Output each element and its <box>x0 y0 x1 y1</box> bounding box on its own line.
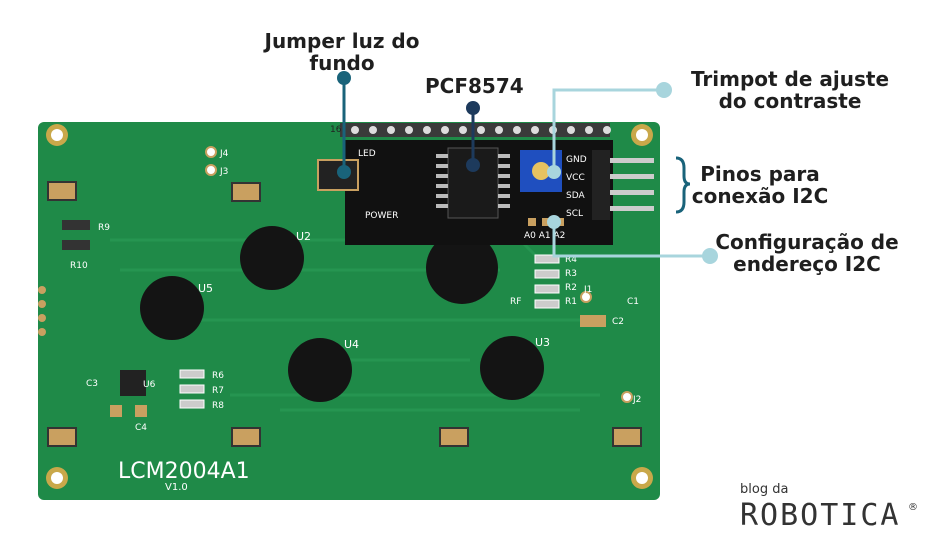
label-u3: U3 <box>535 336 550 349</box>
logo-top-text: blog da <box>740 482 789 497</box>
label-sda: SDA <box>566 191 585 201</box>
label-r10: R10 <box>70 261 88 271</box>
mounting-holes <box>46 124 653 489</box>
chip-u2 <box>240 226 304 290</box>
board-model-text: LCM2004A1 <box>118 459 250 484</box>
label-r1: R1 <box>565 297 577 307</box>
side-pads <box>38 286 46 336</box>
label-scl: SCL <box>566 209 583 219</box>
label-r6: R6 <box>212 371 224 381</box>
label-gnd: GND <box>566 155 587 165</box>
label-r7: R7 <box>212 386 224 396</box>
chip-top <box>426 232 498 304</box>
label-c2: C2 <box>612 317 624 327</box>
label-led: LED <box>358 149 376 159</box>
label-a0a1a2: A0 A1 A2 <box>524 231 565 241</box>
solder-tabs <box>47 181 642 447</box>
label-c3: C3 <box>86 379 98 389</box>
label-vcc: VCC <box>566 173 585 183</box>
label-r4: R4 <box>565 255 577 265</box>
label-address: Configuração de endereço I2C <box>715 230 899 276</box>
label-u2: U2 <box>296 230 311 243</box>
label-u6: U6 <box>143 380 156 390</box>
pcf8574-legs <box>436 154 510 208</box>
label-r2: R2 <box>565 283 577 293</box>
label-u5: U5 <box>198 282 213 295</box>
label-j4: J4 <box>219 149 229 159</box>
blog-logo: blog da ROBOTICA ® <box>740 482 920 533</box>
label-r8: R8 <box>212 401 224 411</box>
label-r3: R3 <box>565 269 577 279</box>
pointer-trimpot <box>547 82 672 179</box>
pins-brace <box>675 156 691 214</box>
label-r9: R9 <box>98 223 110 233</box>
smd-components <box>62 146 633 417</box>
label-power: POWER <box>365 211 398 221</box>
label-jumper: Jumper luz do fundo <box>264 29 420 75</box>
label-pcf8574: PCF8574 <box>425 74 524 98</box>
pointer-jumper <box>337 71 351 179</box>
i2c-pins <box>592 150 654 220</box>
pointer-address <box>547 215 718 264</box>
pointer-pcf <box>466 101 480 172</box>
label-pin1: 16 <box>330 125 342 135</box>
label-j3: J3 <box>219 167 228 177</box>
label-rf: RF <box>510 297 521 307</box>
label-i2c-pins: Pinos para conexão I2C <box>691 162 829 208</box>
chip-u4 <box>288 338 352 402</box>
logo-reg-mark: ® <box>908 502 918 513</box>
trimpot-screw <box>532 162 550 180</box>
label-trimpot: Trimpot de ajuste do contraste <box>690 67 890 113</box>
chip-u3 <box>480 336 544 400</box>
logo-main-text: ROBOTICA <box>740 498 901 533</box>
label-u4: U4 <box>344 338 359 351</box>
board-version-text: V1.0 <box>165 482 188 493</box>
cob-chips <box>140 226 544 402</box>
label-c4: C4 <box>135 423 147 433</box>
label-j1: J1 <box>583 285 592 295</box>
header-pins-top <box>340 123 611 137</box>
chip-u5 <box>140 276 204 340</box>
label-c1: C1 <box>627 297 639 307</box>
label-j2: J2 <box>632 395 641 405</box>
